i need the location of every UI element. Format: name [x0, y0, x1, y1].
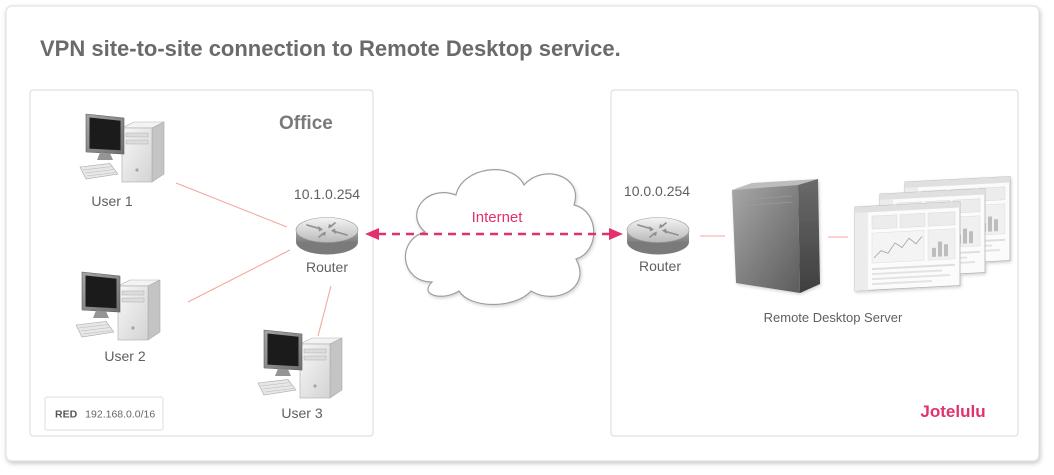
remote-router-ip: 10.0.0.254 — [624, 183, 690, 199]
user-2-label: User 2 — [104, 348, 145, 364]
link-user-1-router — [175, 182, 288, 228]
remote-desktop-server-label: Remote Desktop Server — [764, 310, 903, 325]
office-router-icon — [295, 216, 359, 256]
user-3-computer-icon — [257, 329, 343, 399]
remote-router-icon — [626, 216, 690, 256]
vpn-arrow-right — [609, 228, 623, 240]
vpn-arrow-left — [365, 228, 379, 240]
internet-label: Internet — [472, 209, 524, 226]
link-user-3-router — [317, 285, 332, 337]
svg-text:RED 192.168.0.0/16: RED 192.168.0.0/16 — [55, 405, 155, 422]
cloud-icon — [404, 169, 595, 306]
office-router-ip: 10.1.0.254 — [294, 186, 360, 202]
network-range: 192.168.0.0/16 — [85, 409, 155, 421]
office-router-label: Router — [306, 259, 348, 275]
diagram-title: VPN site-to-site connection to Remote De… — [40, 36, 621, 61]
user-2-computer-icon — [75, 271, 161, 341]
user-3-label: User 3 — [281, 405, 322, 421]
user-1-computer-icon — [79, 113, 165, 183]
remote-router-label: Router — [639, 258, 681, 274]
network-range-badge: RED 192.168.0.0/16 — [44, 396, 164, 431]
dashboard-screen-front — [854, 200, 961, 292]
brand-label: Jotelulu — [920, 402, 985, 421]
user-1-label: User 1 — [91, 193, 132, 209]
link-user-2-router — [187, 249, 291, 303]
office-label: Office — [279, 113, 333, 134]
server-tower-icon — [732, 179, 820, 293]
network-name: RED — [55, 409, 78, 421]
